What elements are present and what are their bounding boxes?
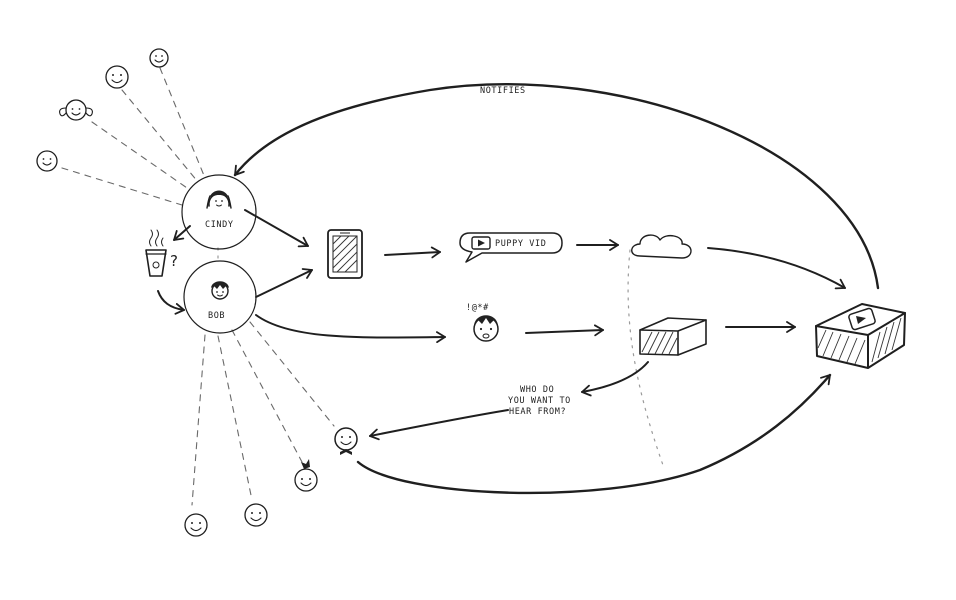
smiley-icon [184, 513, 208, 537]
smiley-icon [105, 65, 129, 89]
arrow-cindy-to-coffee [173, 225, 191, 241]
dashed-line [121, 89, 199, 183]
audience-smileys [36, 48, 318, 537]
cloud-icon [631, 234, 692, 259]
notifies-arrow [233, 83, 880, 290]
person-bob: BOB [183, 260, 257, 334]
arrow-coffee-to-bob [157, 290, 185, 315]
dashed-line [159, 67, 206, 179]
coffee-cup-icon [145, 229, 167, 277]
arrow-cloud-to-device [707, 247, 846, 290]
notifies-label: NOTIFIES [480, 86, 526, 96]
cindy-circle [181, 174, 257, 250]
arrow-bob-to-reaction [255, 314, 446, 343]
question-line-3: HEAR FROM? [509, 407, 566, 417]
reaction-symbols: !@*# [466, 303, 489, 313]
smartphone-icon [327, 229, 363, 279]
arrow-phone-to-message [384, 246, 441, 259]
question-mark: ? [170, 252, 178, 270]
arrow-cindy-to-phone [244, 209, 309, 248]
smiley-icon [149, 48, 169, 68]
dashed-line [231, 329, 303, 463]
smiley-icon [36, 150, 58, 172]
dashed-line [217, 335, 253, 501]
smiley-curly-hair-icon [59, 99, 93, 121]
play-icon [856, 316, 866, 324]
arrow-bob-to-phone [255, 268, 313, 298]
bob-circle [183, 260, 257, 334]
boy-face-icon [211, 281, 229, 300]
boundary-dotted-line [627, 249, 665, 469]
smiley-bowtie-icon [334, 427, 358, 455]
person-label: BOB [208, 311, 225, 321]
question-label: WHO DO YOU WANT TO HEAR FROM? [508, 385, 571, 417]
speech-bubble-icon: PUPPY VID [459, 232, 563, 263]
play-icon [478, 239, 485, 247]
dashed-line [91, 121, 191, 191]
dashed-line [191, 334, 206, 506]
smiley-topknot-icon [294, 459, 318, 492]
person-label: CINDY [205, 220, 234, 230]
arrow-question-to-user [369, 409, 509, 441]
question-line-2: YOU WANT TO [508, 396, 571, 406]
message-text: PUPPY VID [495, 239, 546, 249]
arrow-reaction-to-box [525, 324, 604, 337]
person-cindy: CINDY [181, 174, 257, 250]
smiley-icon [244, 503, 268, 527]
dashed-line [249, 321, 335, 427]
arrow-box-to-question [581, 361, 649, 397]
arrow-user-to-device [356, 373, 832, 495]
box-icon [639, 317, 707, 356]
device-box-icon [815, 303, 906, 369]
question-line-1: WHO DO [520, 385, 554, 395]
audience-connections [61, 67, 335, 506]
video-thumb-icon [471, 236, 491, 250]
frustrated-face-icon [473, 315, 499, 342]
girl-face-icon [206, 190, 232, 209]
dashed-line [61, 167, 183, 206]
